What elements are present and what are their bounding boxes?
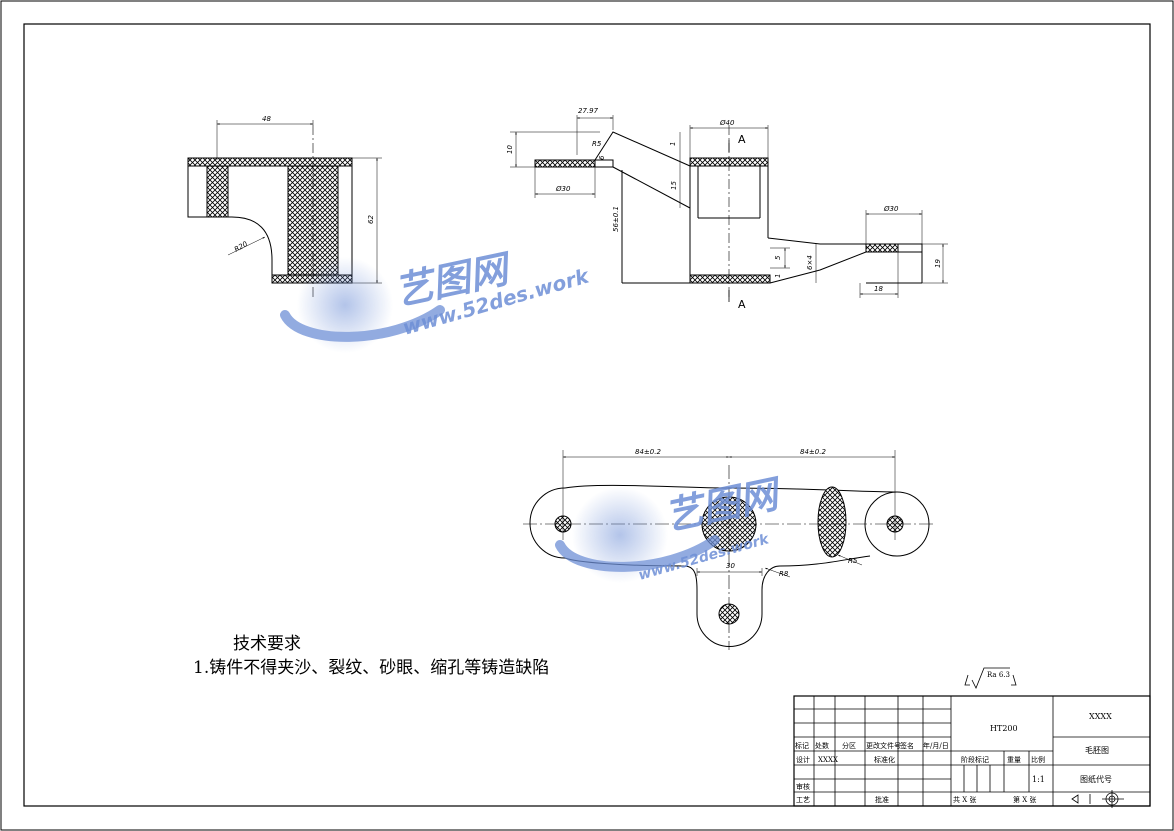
dim-18: 18 [874,285,883,293]
tb-review: 审核 [796,782,810,791]
dim-6: 6 [598,155,606,160]
dim-15: 15 [670,181,678,190]
dim-r20: R20 [233,240,249,254]
dim-19: 19 [934,259,942,268]
tb-scale: 1:1 [1032,775,1045,784]
tb-standard: 标准化 [874,755,895,764]
roughness-symbol [964,667,1017,689]
dim-dia30-left: Ø30 [555,185,571,193]
tb-material: HT200 [990,724,1018,733]
drawing-frame [23,23,1151,807]
dim-6x4: 6×4 [806,255,814,270]
watermark-logo-1 [280,257,445,353]
tb-drawing-type: 毛胚图 [1085,745,1109,755]
requirements-title: 技术要求 [233,634,301,654]
dim-1: 1 [669,142,677,146]
dim-1b: 1 [774,274,782,278]
dim-27-97: 27.97 [578,107,599,115]
tb-count: 处数 [815,741,829,750]
tb-process: 工艺 [796,796,810,804]
tb-change-doc: 更改文件号 [866,741,901,750]
section-label-top: A [738,133,746,146]
tb-scale-label: 比例 [1031,755,1045,764]
tb-mark: 标记 [795,741,809,750]
side-view [510,115,948,302]
tb-design: 设计 [796,755,810,764]
watermark-logo-2 [555,487,720,583]
tb-approve: 批准 [875,795,889,804]
dim-10: 10 [506,145,514,154]
tb-sheets-total: 共 X 张 [953,795,976,804]
tb-sheet-no: 第 X 张 [1013,795,1036,804]
tb-drawing-code: 图纸代号 [1080,774,1112,784]
dim-62: 62 [367,215,375,224]
tb-sign: 签名 [900,741,914,750]
tb-designer: XXXX [818,756,838,764]
tb-date: 年/月/日 [923,741,949,750]
title-block [793,695,1151,808]
requirements-line-1: 1.铸件不得夹沙、裂纹、砂眼、缩孔等铸造缺陷 [193,658,549,678]
section-label-bottom: A [738,298,746,311]
dim-84-left: 84±0.2 [635,448,661,456]
dim-r5-top: R5 [848,557,858,565]
dim-56: 56±0.1 [612,206,620,232]
tb-zone: 分区 [842,741,856,750]
dim-30: 30 [726,562,735,570]
tb-weight: 重量 [1007,756,1021,764]
dim-dia40: Ø40 [719,119,735,127]
tb-part-name: XXXX [1089,712,1112,721]
dim-r8: R8 [779,570,789,578]
tb-stage: 阶段标记 [961,755,989,764]
roughness-value: Ra 6.3 [987,671,1010,679]
dim-r5: R5 [592,140,602,148]
dim-dia30-right: Ø30 [883,205,899,213]
dim-48: 48 [262,115,271,123]
dim-84-right: 84±0.2 [800,448,826,456]
dim-5: 5 [774,255,782,260]
